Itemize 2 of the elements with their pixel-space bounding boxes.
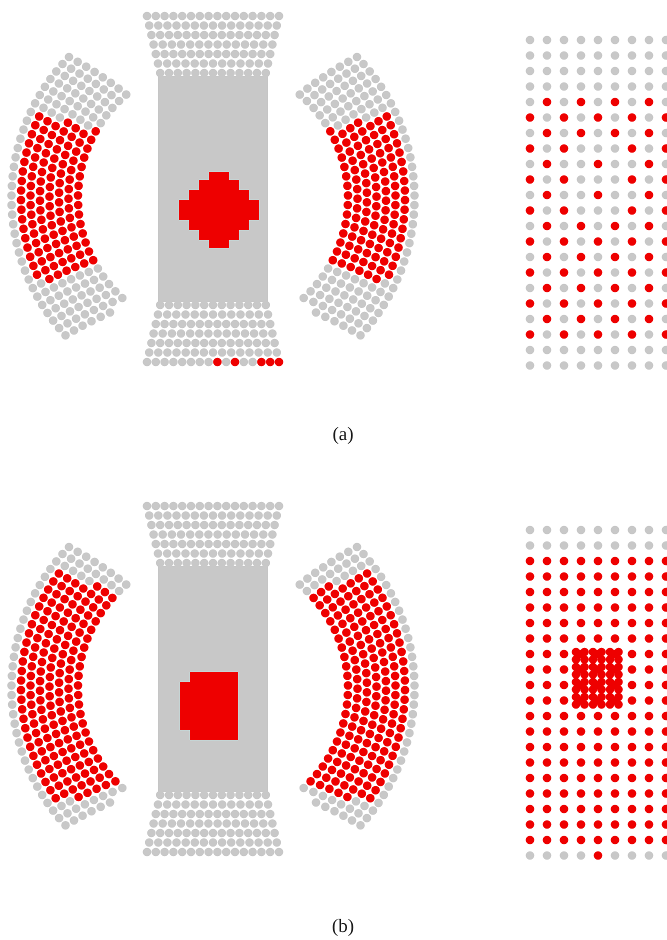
panel-label: (b) [332, 916, 354, 938]
panel-label: (a) [332, 424, 354, 446]
